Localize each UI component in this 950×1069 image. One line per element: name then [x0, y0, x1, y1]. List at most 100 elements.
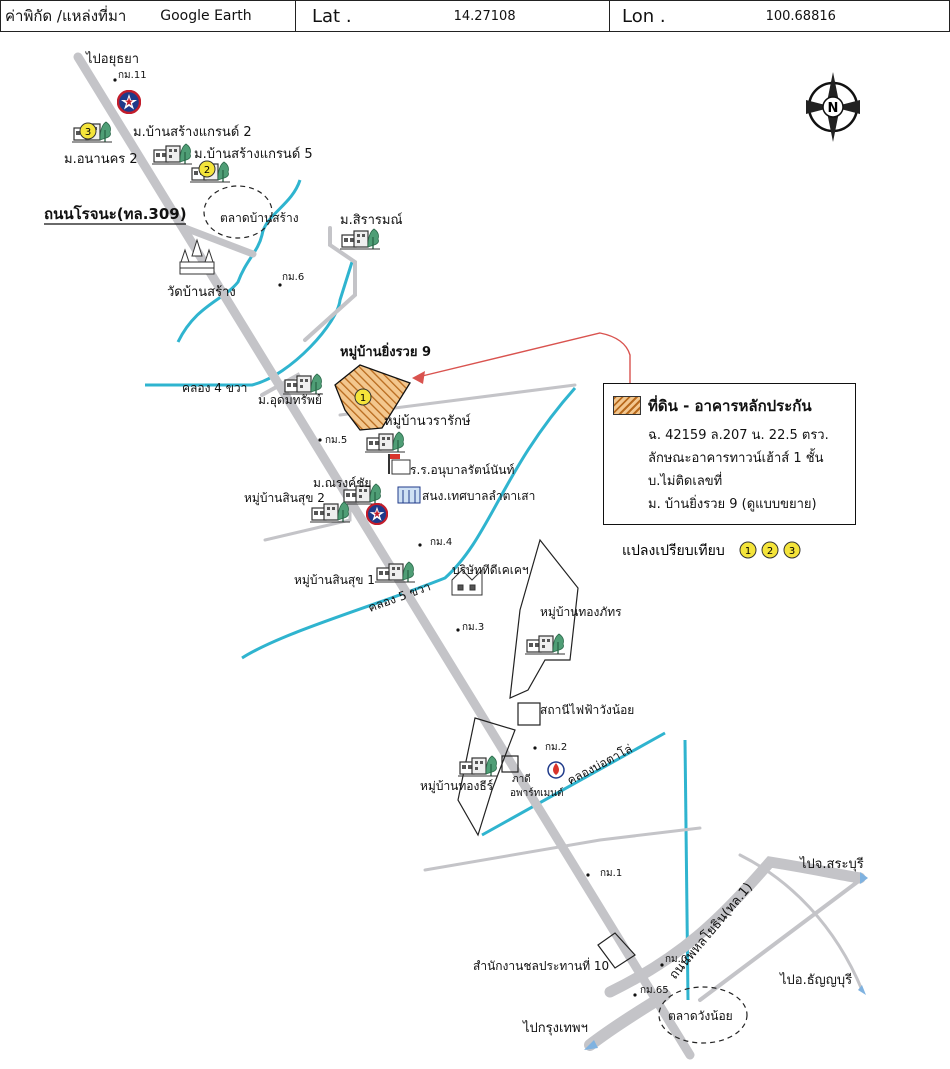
plot-irrigation — [597, 932, 636, 969]
legend-line: บ.ไม่ติดเลขที่ — [648, 474, 723, 489]
phahon-main-road — [73, 52, 695, 1060]
legend-line: ม. บ้านยิ่งรวย 9 (ดูแบบขยาย) — [648, 497, 817, 512]
label-to-ayutthaya: ไปอยุธยา — [85, 51, 139, 67]
comparison-legend: แปลงเปรียบเทียบ 1 2 3 — [622, 541, 801, 559]
label-udom-sap: ม.อุดมทรัพย์ — [258, 393, 322, 408]
label-to-bangkok: ไปกรุงเทพฯ — [522, 1020, 588, 1036]
label-km6: กม.6 — [282, 272, 304, 283]
comparison-markers: 3 2 — [79, 122, 216, 178]
arrow-bangkok — [584, 1040, 598, 1050]
municipal-icon — [397, 486, 421, 504]
legend-title: ที่ดิน - อาคารหลักประกัน — [648, 397, 812, 415]
label-warrarak: หมู่บ้านวรารักษ์ — [384, 413, 471, 429]
road-to-bangkok — [584, 989, 671, 1051]
school-icon — [388, 454, 411, 475]
road-to-thanyaburi — [738, 853, 864, 992]
label-power-station: สถานีไฟฟ้าวังน้อย — [540, 703, 634, 717]
house-icon — [283, 373, 323, 395]
road-arrows — [584, 872, 868, 1050]
road-saraburi-branch — [698, 878, 862, 1002]
label-thongthip: หมู่บ้านทองธีร์ — [420, 779, 494, 794]
lon-label: Lon . — [622, 5, 666, 27]
gas-station-icon — [366, 503, 388, 525]
label-irrigation: สำนักงานชลประทานที่ 10 — [473, 957, 609, 973]
canal-khlong-bo — [481, 731, 666, 837]
ptt-station-icon — [547, 761, 565, 779]
subject-parcel-marker-label: 1 — [360, 393, 366, 404]
plot-thongthip — [457, 717, 516, 837]
compass-icon: N — [806, 72, 860, 142]
plot-power-station — [517, 702, 541, 726]
house-icon — [525, 633, 565, 655]
canal-khlong-4 — [145, 261, 354, 387]
source-value: Google Earth — [160, 8, 252, 24]
house-icon — [365, 431, 405, 453]
header-bar: ค่าพิกัด /แหล่งที่มา Google Earth Lat . … — [0, 0, 950, 33]
plots — [203, 185, 748, 1044]
label-km3: กม.3 — [462, 622, 484, 633]
comparison-marker-2-label: 2 — [767, 546, 773, 557]
label-narongchai: ม.ณรงค์ชัย — [313, 476, 371, 490]
label-to-thanyaburi: ไปอ.ธัญญบุรี — [779, 972, 852, 988]
arrow-thanyaburi — [858, 985, 866, 995]
subject-parcel-marker — [354, 388, 372, 406]
label-sang-grand-5: ม.บ้านสร้างแกรนด์ 5 — [194, 146, 313, 162]
label-wang-noi-market: ตลาดวังน้อย — [668, 1009, 733, 1023]
factory-icon — [451, 568, 483, 596]
map-marker-2 — [198, 160, 216, 178]
plot-thongphat — [509, 538, 579, 699]
label-apartment-1: ภาดี — [512, 773, 531, 785]
rojana-road — [181, 224, 257, 258]
map-marker-3 — [79, 122, 97, 140]
legend-line: ลักษณะอาคารทาวน์เฮ้าส์ 1 ชั้น — [648, 451, 824, 466]
label-to-saraburi: ไปจ.สระบุรี — [799, 856, 864, 872]
subject-parcel — [334, 364, 411, 431]
label-sinsuk-2: หมู่บ้านสินสุข 2 — [244, 491, 325, 506]
label-anan-2: ม.อนานคร 2 — [64, 152, 138, 167]
label-ban-sang-market: ตลาดบ้านสร้าง — [220, 211, 299, 225]
road-km5-west — [263, 506, 352, 542]
label-thongphat: หมู่บ้านทองภัทร — [540, 605, 622, 620]
label-km65: กม.65 — [640, 985, 669, 996]
plot-apartment — [501, 755, 519, 773]
comparison-marker-1 — [739, 541, 757, 559]
label-khlong-4: คลอง 4 ขวา — [182, 381, 247, 395]
label-khlong-bo: คลองบ่อตาโล่ — [565, 742, 635, 788]
label-tdk: บริษัททีดีเคเคฯ — [452, 563, 529, 577]
market-ban-sang-ring — [203, 185, 273, 239]
label-apartment-2: อพาร์ทเมนต์ — [510, 787, 564, 799]
house-icon — [375, 561, 415, 583]
lat-value: 14.27108 — [453, 8, 516, 24]
label-sinsuk-1: หมู่บ้านสินสุข 1 — [294, 573, 375, 588]
canal-north — [176, 179, 302, 343]
road-east-west — [604, 856, 866, 998]
gas-station-icon — [117, 90, 141, 114]
label-km11: กม.11 — [118, 70, 147, 81]
label-rojana-road: ถนนโรจนะ(ทล.309) — [44, 204, 187, 223]
map-marker-3-label: 3 — [85, 127, 91, 138]
road-km1 — [423, 826, 702, 872]
house-icon — [152, 143, 192, 165]
lon-value: 100.68816 — [765, 8, 836, 24]
legend-hatch-swatch — [613, 396, 641, 415]
compass-letter: N — [828, 101, 839, 116]
source-cell: ค่าพิกัด /แหล่งที่มา Google Earth — [0, 0, 296, 32]
canal-khlong-5 — [241, 387, 577, 660]
house-icon — [340, 228, 380, 250]
comparison-marker-2 — [761, 541, 779, 559]
legend-lines: ฉ. 42159 ล.207 น. 22.5 ตรว. ลักษณะอาคารท… — [648, 424, 829, 516]
legend-line: ฉ. 42159 ล.207 น. 22.5 ตรว. — [648, 428, 829, 443]
house-icon — [458, 755, 498, 777]
map-marker-2-label: 2 — [204, 165, 210, 176]
leader-arrowhead — [412, 371, 425, 384]
label-sirarom: ม.สิรารมณ์ — [340, 212, 403, 228]
collateral-legend: ที่ดิน - อาคารหลักประกัน ฉ. 42159 ล.207 … — [603, 383, 856, 525]
road-sirarom — [303, 226, 357, 342]
label-sang-grand-2: ม.บ้านสร้างแกรนด์ 2 — [133, 124, 252, 140]
comparison-marker-3 — [783, 541, 801, 559]
label-km5: กม.5 — [325, 435, 347, 446]
label-km0: กม.0 — [665, 954, 687, 965]
canals — [145, 179, 690, 1001]
